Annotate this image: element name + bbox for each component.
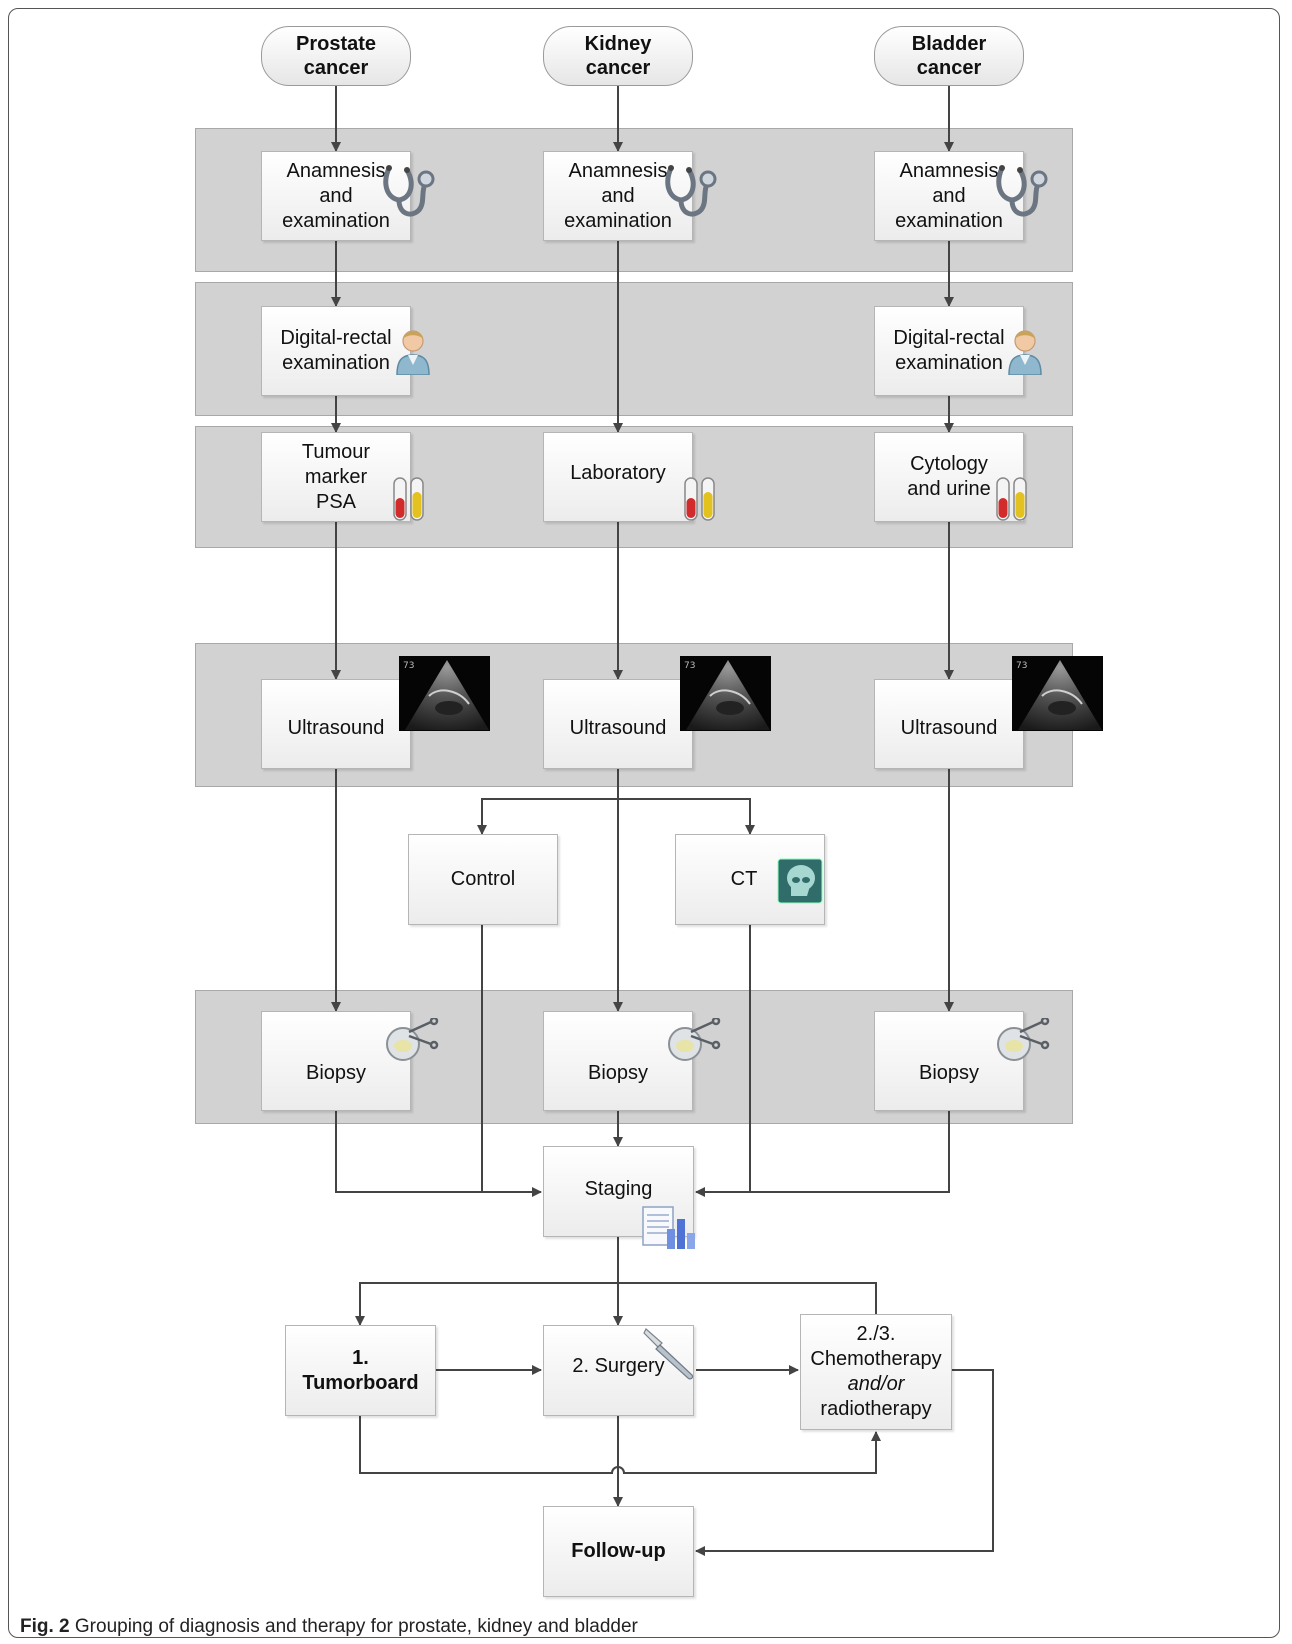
kidney-biopsy-box: Biopsy bbox=[543, 1011, 693, 1111]
stethoscope-icon bbox=[996, 165, 1048, 217]
kidney-ultrasound-box: Ultrasound bbox=[543, 679, 693, 769]
svg-text:73: 73 bbox=[1016, 661, 1027, 671]
start-prostate: Prostate cancer bbox=[261, 26, 411, 86]
prostate-anamnesis-box: Anamnesis and examination bbox=[261, 151, 411, 241]
kidney-laboratory-box: Laboratory bbox=[543, 432, 693, 522]
chemo-line-3: and/or bbox=[847, 1373, 905, 1395]
prostate-dre-box: Digital-rectal examination bbox=[261, 306, 411, 396]
stethoscope-icon bbox=[383, 165, 435, 217]
test-tubes-icon bbox=[996, 477, 1027, 521]
control-box: Control bbox=[408, 834, 558, 925]
chemo-line-2: Chemotherapy bbox=[810, 1348, 942, 1370]
svg-text:73: 73 bbox=[403, 661, 414, 671]
biopsy-scissors-icon bbox=[668, 1018, 721, 1061]
biopsy-scissors-icon bbox=[997, 1018, 1050, 1061]
svg-text:73: 73 bbox=[684, 661, 695, 671]
ultrasound-scan-icon: 73 bbox=[399, 656, 490, 731]
chemo-line-4: radiotherapy bbox=[820, 1398, 932, 1420]
start-bladder: Bladder cancer bbox=[874, 26, 1024, 86]
chemotherapy-box: 2./3. Chemotherapy and/or radiotherapy bbox=[800, 1314, 952, 1430]
doctor-icon bbox=[396, 330, 430, 375]
bladder-ultrasound-box: Ultrasound bbox=[874, 679, 1024, 769]
chemo-line-1: 2./3. bbox=[856, 1323, 896, 1345]
edge-staging-chemo bbox=[618, 1282, 877, 1314]
caption-label: Fig. 2 bbox=[20, 1616, 70, 1637]
edge-kidney-branch bbox=[477, 798, 618, 835]
prostate-psa-box: Tumour marker PSA bbox=[261, 432, 411, 522]
ct-skull-icon bbox=[777, 858, 823, 904]
caption-text: Grouping of diagnosis and therapy for pr… bbox=[74, 1616, 638, 1637]
edge-staging-tumorboard bbox=[355, 1282, 618, 1326]
edge-kidney-branch-ct bbox=[618, 798, 755, 835]
prostate-ultrasound-box: Ultrasound bbox=[261, 679, 411, 769]
bladder-biopsy-box: Biopsy bbox=[874, 1011, 1024, 1111]
edge-chemo-followup bbox=[695, 1369, 994, 1556]
report-chart-icon bbox=[642, 1206, 695, 1249]
edge-prostate-biopsy-staging bbox=[335, 1111, 542, 1197]
bladder-dre-box: Digital-rectal examination bbox=[874, 306, 1024, 396]
stethoscope-icon bbox=[665, 165, 717, 217]
tumorboard-box: 1. Tumorboard bbox=[285, 1325, 436, 1416]
followup-box: Follow-up bbox=[543, 1506, 694, 1597]
prostate-biopsy-box: Biopsy bbox=[261, 1011, 411, 1111]
ultrasound-scan-icon: 73 bbox=[680, 656, 771, 731]
test-tubes-icon bbox=[393, 477, 424, 521]
ultrasound-scan-icon: 73 bbox=[1012, 656, 1103, 731]
scalpel-icon bbox=[643, 1328, 694, 1380]
test-tubes-icon bbox=[684, 477, 715, 521]
start-kidney: Kidney cancer bbox=[543, 26, 693, 86]
kidney-anamnesis-box: Anamnesis and examination bbox=[543, 151, 693, 241]
doctor-icon bbox=[1008, 330, 1042, 375]
figure-caption: Fig. 2 Grouping of diagnosis and therapy… bbox=[20, 1616, 638, 1638]
bladder-anamnesis-box: Anamnesis and examination bbox=[874, 151, 1024, 241]
surgery-box: 2. Surgery bbox=[543, 1325, 694, 1416]
biopsy-scissors-icon bbox=[386, 1018, 439, 1061]
figure-frame bbox=[8, 8, 1280, 1638]
edge-bladder-biopsy-staging bbox=[696, 1111, 950, 1193]
